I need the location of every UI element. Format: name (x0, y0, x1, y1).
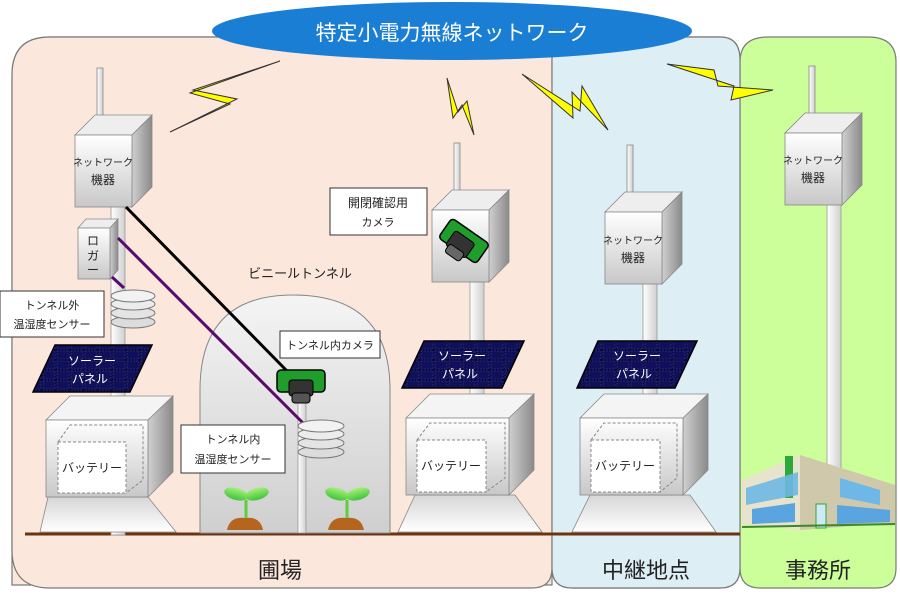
cable-black (124, 205, 290, 374)
solar-panel-label: ソーラー (68, 354, 116, 368)
outside-sensor-label: 温湿度センサー (14, 317, 91, 331)
inside-sensor[interactable] (297, 419, 345, 459)
battery-box[interactable]: バッテリー (39, 395, 177, 533)
outside-sensor[interactable] (110, 289, 156, 329)
network-device-label: 機器 (801, 170, 825, 185)
solar-panel-label: パネル (442, 367, 478, 381)
field-station-main: ネットワーク 機器 ロ ガ ー トンネル外 温湿度センサー ソーラー パネル (0, 67, 177, 536)
inside-sensor-label: 温湿度センサー (195, 452, 272, 466)
vinyl-tunnel-label: ビニールトンネル (248, 267, 352, 282)
network-device-label: ネットワーク (783, 155, 843, 167)
network-device-label: ネットワーク (73, 157, 133, 169)
solar-panel-label: ソーラー (438, 349, 486, 363)
cable-purple (110, 275, 126, 290)
tunnel-camera-label: トンネル内カメラ (286, 338, 374, 352)
network-device-label: ネットワーク (603, 235, 663, 247)
solar-panel-label: パネル (616, 367, 652, 381)
solar-panel[interactable]: ソーラー パネル (575, 340, 699, 389)
field-station-camera: 開閉確認用 カメラ ソーラー パネル バッテリー (329, 142, 543, 533)
outside-sensor-callout (0, 290, 105, 338)
inside-sensor-callout (180, 424, 286, 474)
zone-label-relay: 中継地点 (602, 559, 690, 584)
zone-label-office: 事務所 (785, 559, 851, 584)
network-ellipse (212, 2, 692, 60)
lightning-icon (446, 77, 475, 136)
office-station: ネットワーク 機器 (741, 65, 896, 530)
lightning-icon (666, 63, 774, 101)
solar-panel[interactable]: ソーラー パネル (400, 340, 526, 389)
gate-camera-callout (329, 187, 428, 236)
solar-panel-label: ソーラー (613, 349, 661, 363)
battery-box[interactable]: バッテリー (397, 393, 543, 533)
inside-sensor-label: トンネル内 (206, 432, 261, 446)
network-device[interactable]: ネットワーク 機器 (783, 112, 863, 206)
gate-camera-label: 開閉確認用 (348, 195, 408, 210)
tunnel-camera-callout (279, 330, 381, 359)
cable-purple (116, 236, 306, 426)
zone-label-field: 圃場 (258, 559, 302, 584)
tunnel-camera[interactable] (276, 369, 326, 404)
solar-panel-label: パネル (72, 372, 108, 386)
logger[interactable]: ロ ガ ー (77, 217, 119, 281)
lightning-icon (521, 73, 609, 131)
logger-label: ロ (87, 234, 99, 248)
battery-box[interactable]: バッテリー (571, 393, 717, 533)
gate-camera-box[interactable] (431, 189, 510, 283)
battery-label: バッテリー (595, 459, 655, 473)
battery-label: バッテリー (62, 461, 122, 475)
logger-label: ガ (87, 249, 99, 263)
outside-sensor-label: トンネル外 (25, 299, 80, 312)
logger-label: ー (87, 263, 99, 277)
network-device-label: 機器 (91, 172, 115, 187)
network-title: 特定小電力無線ネットワーク (316, 21, 589, 45)
network-device-label: 機器 (621, 250, 645, 265)
network-device[interactable]: ネットワーク 機器 (603, 191, 683, 285)
gate-camera-label: カメラ (362, 216, 395, 229)
lightning-icon (169, 60, 281, 133)
network-device[interactable]: ネットワーク 機器 (73, 114, 153, 208)
camera-icon (439, 218, 489, 264)
relay-station: ネットワーク 機器 ソーラー パネル バッテリー (571, 144, 717, 533)
seedling-icon (224, 487, 269, 530)
seedling-icon (325, 487, 370, 530)
office-building-icon (741, 455, 896, 530)
solar-panel[interactable]: ソーラー パネル (31, 344, 154, 393)
battery-label: バッテリー (421, 459, 481, 473)
